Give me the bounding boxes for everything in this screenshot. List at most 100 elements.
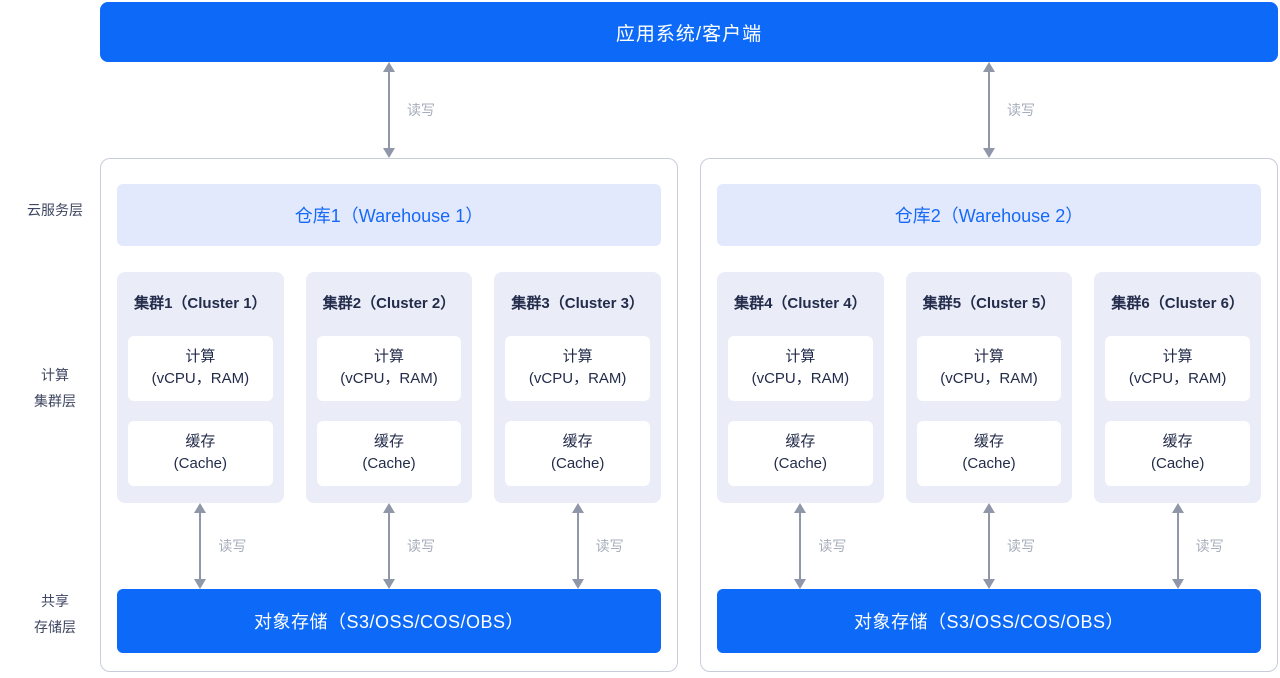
cluster-title: 集群6（Cluster 6） [1111, 295, 1244, 312]
cache-node: 缓存 (Cache) [505, 421, 651, 486]
compute-node-name: 计算 [374, 348, 405, 365]
arrow-col-warehouse-1: 读写 [100, 62, 678, 158]
compute-node-name: 计算 [785, 348, 816, 365]
warehouse-1-object-storage-bar: 对象存储（S3/OSS/COS/OBS） [117, 589, 661, 653]
cluster-4-card: 集群4（Cluster 4） 计算 (vCPU，RAM) 缓存 (Cache) [717, 272, 884, 503]
layer-label-line: 存储层 [34, 619, 76, 635]
read-write-label: 读写 [1007, 102, 1035, 118]
read-write-label: 读写 [407, 538, 435, 554]
warehouse-2-object-storage-bar: 对象存储（S3/OSS/COS/OBS） [717, 589, 1261, 653]
cache-node-spec: (Cache) [773, 455, 828, 472]
read-write-arrow: 读写 [983, 62, 1035, 158]
read-write-label: 读写 [407, 102, 435, 118]
cluster-5-card: 集群5（Cluster 5） 计算 (vCPU，RAM) 缓存 (Cache) [905, 272, 1073, 503]
cache-node-name: 缓存 [562, 433, 593, 450]
read-write-arrow: 读写 [194, 503, 246, 589]
read-write-arrow: 读写 [794, 503, 846, 589]
compute-node-spec: (vCPU，RAM) [751, 370, 850, 387]
warehouse-2-clusters: 集群4（Cluster 4） 计算 (vCPU，RAM) 缓存 (Cache) … [717, 272, 1262, 503]
arrow-col-cluster-4: 读写 [717, 503, 884, 589]
arrow-shaft [388, 70, 390, 150]
double-arrow-icon [983, 503, 995, 589]
warehouse-1-clusters: 集群1（Cluster 1） 计算 (vCPU，RAM) 缓存 (Cache) … [117, 272, 662, 503]
arrow-col-warehouse-2: 读写 [700, 62, 1278, 158]
compute-node: 计算 (vCPU，RAM) [916, 336, 1062, 401]
read-write-label: 读写 [595, 538, 624, 554]
cache-node-name: 缓存 [785, 433, 816, 450]
arrow-shaft [576, 511, 579, 581]
cluster-3-card: 集群3（Cluster 3） 计算 (vCPU，RAM) 缓存 (Cache) [494, 272, 662, 503]
arrow-shaft [988, 70, 990, 150]
layer-labels-column: 云服务层 计算 集群层 共享 存储层 [0, 2, 100, 678]
cache-node-name: 缓存 [185, 433, 216, 450]
double-arrow-icon [383, 503, 395, 589]
read-write-arrow: 读写 [383, 62, 435, 158]
application-client-label: 应用系统/客户端 [615, 23, 763, 45]
cluster-title: 集群4（Cluster 4） [734, 295, 867, 312]
compute-node-spec: (vCPU，RAM) [151, 370, 250, 387]
warehouse-2-panel: 仓库2（Warehouse 2） 集群4（Cluster 4） 计算 (vCPU… [700, 158, 1278, 672]
cache-node-name: 缓存 [374, 433, 405, 450]
layer-label-compute-cluster: 计算 集群层 [5, 362, 105, 414]
double-arrow-icon [983, 62, 995, 158]
warehouse-2-header: 仓库2（Warehouse 2） [717, 184, 1261, 246]
warehouse-1-storage-arrows: 读写 读写 读写 [117, 503, 661, 589]
warehouse-1-title: 仓库1（Warehouse 1） [294, 206, 484, 226]
arrow-shaft [1176, 511, 1179, 581]
cache-node: 缓存 (Cache) [916, 421, 1062, 486]
arrow-col-cluster-2: 读写 [306, 503, 473, 589]
read-write-label: 读写 [1195, 538, 1224, 554]
read-write-label: 读写 [218, 538, 247, 554]
warehouse-1-panel: 仓库1（Warehouse 1） 集群1（Cluster 1） 计算 (vCPU… [100, 158, 678, 672]
compute-node: 计算 (vCPU，RAM) [505, 336, 651, 401]
arrow-shaft [988, 511, 990, 581]
arrow-col-cluster-5: 读写 [906, 503, 1073, 589]
object-storage-label: 对象存储（S3/OSS/COS/OBS） [853, 612, 1125, 632]
read-write-arrow: 读写 [571, 503, 624, 589]
arrow-shaft [199, 511, 202, 581]
layer-label-line: 集群层 [34, 393, 76, 409]
compute-node-spec: (vCPU，RAM) [528, 370, 627, 387]
cache-node-spec: (Cache) [173, 455, 228, 472]
cache-node-spec: (Cache) [962, 455, 1016, 472]
compute-node: 计算 (vCPU，RAM) [1105, 336, 1251, 401]
cache-node: 缓存 (Cache) [316, 421, 462, 486]
read-write-arrow: 读写 [983, 503, 1035, 589]
layer-label-line: 计算 [41, 367, 69, 383]
cache-node-name: 缓存 [974, 433, 1005, 450]
compute-node-name: 计算 [562, 348, 593, 365]
double-arrow-icon [571, 503, 584, 589]
read-write-label: 读写 [1007, 538, 1035, 554]
cluster-6-card: 集群6（Cluster 6） 计算 (vCPU，RAM) 缓存 (Cache) [1094, 272, 1262, 503]
layer-label-line: 云服务层 [27, 202, 83, 218]
compute-node-name: 计算 [185, 348, 216, 365]
read-write-arrow: 读写 [383, 503, 435, 589]
cluster-title: 集群3（Cluster 3） [511, 295, 644, 312]
compute-node-name: 计算 [974, 348, 1005, 365]
cluster-2-card: 集群2（Cluster 2） 计算 (vCPU，RAM) 缓存 (Cache) [305, 272, 473, 503]
layer-label-shared-storage: 共享 存储层 [5, 588, 105, 640]
compute-node-spec: (vCPU，RAM) [340, 370, 438, 387]
double-arrow-icon [794, 503, 807, 589]
cluster-title: 集群5（Cluster 5） [922, 295, 1056, 312]
warehouse-2-title: 仓库2（Warehouse 2） [894, 206, 1084, 226]
cache-node: 缓存 (Cache) [728, 421, 873, 486]
application-client-bar: 应用系统/客户端 [100, 2, 1278, 62]
diagram-main: 应用系统/客户端 读写 读写 仓库1（Warehouse 1） [100, 2, 1278, 672]
cluster-title: 集群1（Cluster 1） [134, 295, 267, 312]
arrow-shaft [388, 511, 390, 581]
double-arrow-icon [1171, 503, 1184, 589]
cache-node: 缓存 (Cache) [128, 421, 273, 486]
double-arrow-icon [383, 62, 395, 158]
compute-node: 计算 (vCPU，RAM) [728, 336, 873, 401]
arrow-shaft [799, 511, 802, 581]
cache-node-spec: (Cache) [1151, 455, 1205, 472]
cache-node-spec: (Cache) [551, 455, 605, 472]
compute-node-spec: (vCPU，RAM) [1128, 370, 1227, 387]
compute-node: 计算 (vCPU，RAM) [316, 336, 462, 401]
arrow-col-cluster-1: 读写 [117, 503, 284, 589]
read-write-label: 读写 [818, 538, 847, 554]
warehouse-2-storage-arrows: 读写 读写 读写 [717, 503, 1261, 589]
layer-label-line: 共享 [41, 593, 69, 609]
